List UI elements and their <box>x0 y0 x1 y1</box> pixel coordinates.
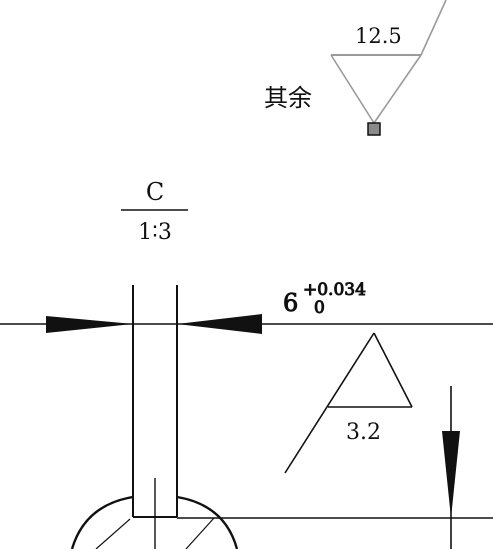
vertical-leader <box>442 386 460 549</box>
hub-arc-left <box>70 495 134 549</box>
hub-arc-right <box>176 495 239 549</box>
roughness-long-leg <box>420 0 447 56</box>
section-view-scale: 1∶3 <box>138 220 172 245</box>
surface-roughness-value: 3.2 <box>346 420 381 445</box>
dimension-arrow-right <box>177 314 262 334</box>
width-dimension: 6 +0.034 0 <box>46 280 366 334</box>
roughness-anchor-marker <box>367 122 381 136</box>
surface-roughness-symbol: 3.2 <box>284 332 413 474</box>
vertical-leader-arrowhead <box>442 431 460 518</box>
roughness-left-leg <box>330 54 375 124</box>
dimension-upper-tolerance: +0.034 <box>303 280 366 300</box>
dimension-lower-tolerance: 0 <box>314 298 325 318</box>
section-view-name: C <box>146 178 164 206</box>
roughness-symbol-right-leg <box>373 332 413 408</box>
dimension-arrow-left <box>46 316 133 333</box>
hatch-line-left <box>95 518 131 549</box>
hatch-line-right <box>185 517 215 549</box>
dimension-nominal: 6 <box>283 289 298 317</box>
general-roughness-symbol: 12.5 其余 <box>264 0 447 136</box>
general-roughness-value: 12.5 <box>355 24 402 48</box>
general-roughness-label: 其余 <box>264 84 312 112</box>
roughness-symbol-left-leg <box>284 332 375 474</box>
section-view-label: C 1∶3 <box>121 178 188 245</box>
roughness-right-leg <box>373 54 422 124</box>
